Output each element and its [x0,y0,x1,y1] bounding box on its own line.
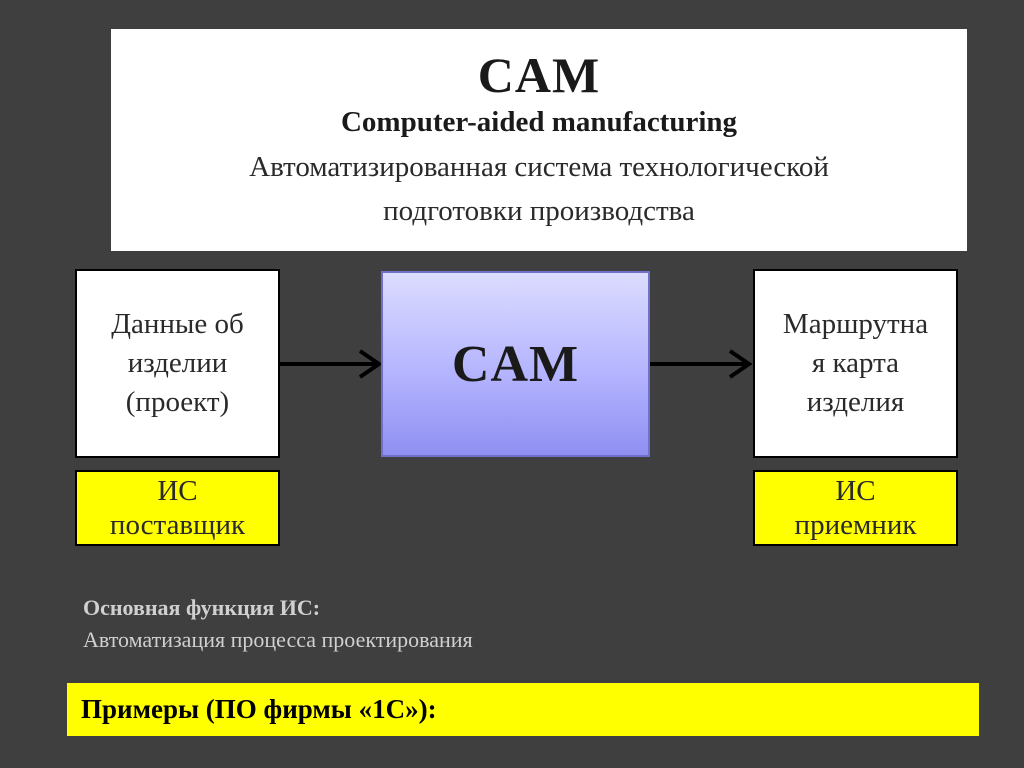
input-data-box: Данные об изделии (проект) [75,269,280,458]
output-line-3: изделия [806,386,905,418]
function-block: Основная функция ИС: Автоматизация проце… [83,592,473,656]
receiver-line-2: приемник [794,509,917,541]
arrow-input-to-cam [280,349,383,379]
examples-banner: Примеры (ПО фирмы «1С»): [67,683,979,736]
function-text: Автоматизация процесса проектирования [83,627,473,652]
cam-box: CAM [381,271,650,457]
input-data-line-2: изделии [127,347,228,379]
header-subtitle: Computer-aided manufacturing [340,106,738,138]
supplier-is-box: ИС поставщик [75,470,280,546]
output-route-card-box: Маршрутна я карта изделия [753,269,958,458]
receiver-is-box: ИС приемник [753,470,958,546]
header-description-line-1: Автоматизированная система технологическ… [249,151,829,183]
supplier-line-2: поставщик [109,509,246,541]
arrow-cam-to-output [650,349,753,379]
receiver-line-1: ИС [835,475,876,507]
header-box: CAM Computer-aided manufacturing Автомат… [111,29,967,251]
input-data-line-3: (проект) [125,386,230,418]
header-description: Автоматизированная система технологическ… [111,145,967,233]
function-title: Основная функция ИС: [83,595,321,620]
supplier-line-1: ИС [157,475,198,507]
output-line-1: Маршрутна [782,308,929,340]
input-data-line-1: Данные об [111,308,244,340]
header-title: CAM [477,47,601,103]
output-line-2: я карта [811,347,900,379]
header-description-line-2: подготовки производства [383,195,695,227]
